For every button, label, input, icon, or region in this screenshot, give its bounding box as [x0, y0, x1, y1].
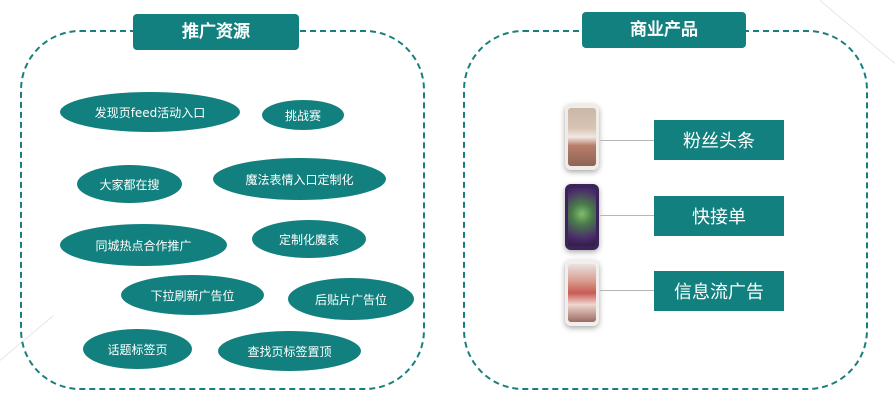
product-quick-order: 快接单 — [654, 196, 784, 236]
product-fan-headline: 粉丝头条 — [654, 120, 784, 160]
connector-line — [600, 215, 654, 216]
promo-item-post-roll-ad: 后贴片广告位 — [288, 278, 414, 320]
promotion-title: 推广资源 — [133, 14, 299, 50]
promo-item-custom-magic-table: 定制化魔表 — [252, 220, 366, 258]
connector-line — [600, 290, 654, 291]
phone-screenshot-fan-headline — [565, 104, 599, 170]
connector-line — [600, 140, 654, 141]
promo-item-local-hotspot: 同城热点合作推广 — [60, 224, 227, 266]
promotion-panel — [20, 30, 425, 390]
promo-item-everyone-searching: 大家都在搜 — [77, 165, 182, 203]
promo-item-magic-expression: 魔法表情入口定制化 — [213, 158, 386, 200]
product-feed-ad: 信息流广告 — [654, 271, 784, 311]
promo-item-topic-tag-page: 话题标签页 — [83, 329, 192, 369]
promo-item-pull-refresh-ad: 下拉刷新广告位 — [121, 275, 264, 315]
phone-screenshot-feed-ad — [565, 260, 599, 326]
promo-item-discover-feed: 发现页feed活动入口 — [60, 92, 240, 132]
products-title: 商业产品 — [582, 12, 746, 48]
phone-screenshot-quick-order — [565, 184, 599, 250]
promo-item-challenge: 挑战赛 — [262, 100, 344, 130]
promo-item-search-tag-pin: 查找页标签置顶 — [218, 331, 361, 371]
